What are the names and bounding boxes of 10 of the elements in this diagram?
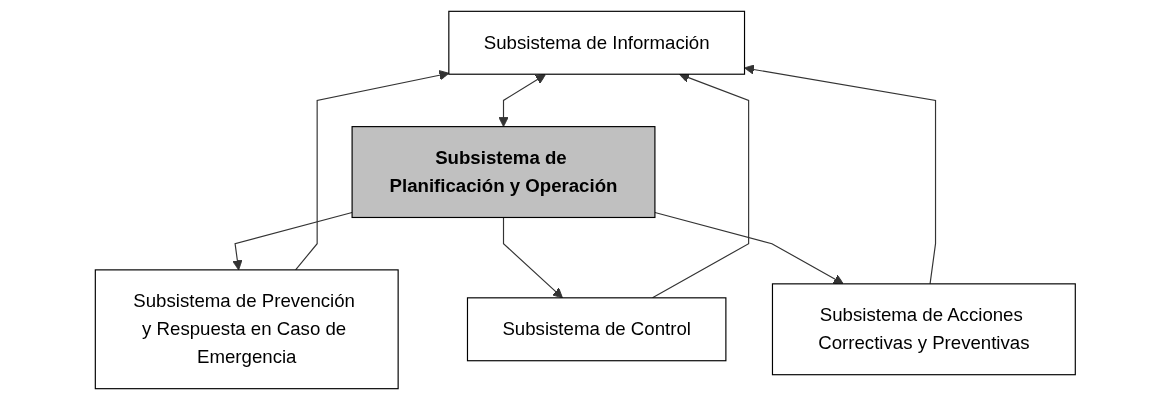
node-box: Subsistema de Acciones Correctivas y Preventivas — [772, 283, 1077, 376]
node-box: Subsistema de Información — [448, 10, 746, 75]
arrow — [498, 74, 547, 128]
arrow — [232, 211, 353, 271]
node-box: Subsistema de Planificación y Operación — [351, 126, 656, 219]
node-box: Subsistema de Control — [467, 297, 727, 362]
arrow — [503, 216, 564, 299]
arrow — [295, 70, 450, 271]
node-box: Subsistema de Prevención y Respuesta en Caso de Emergencia — [94, 269, 399, 390]
arrow — [744, 64, 937, 285]
